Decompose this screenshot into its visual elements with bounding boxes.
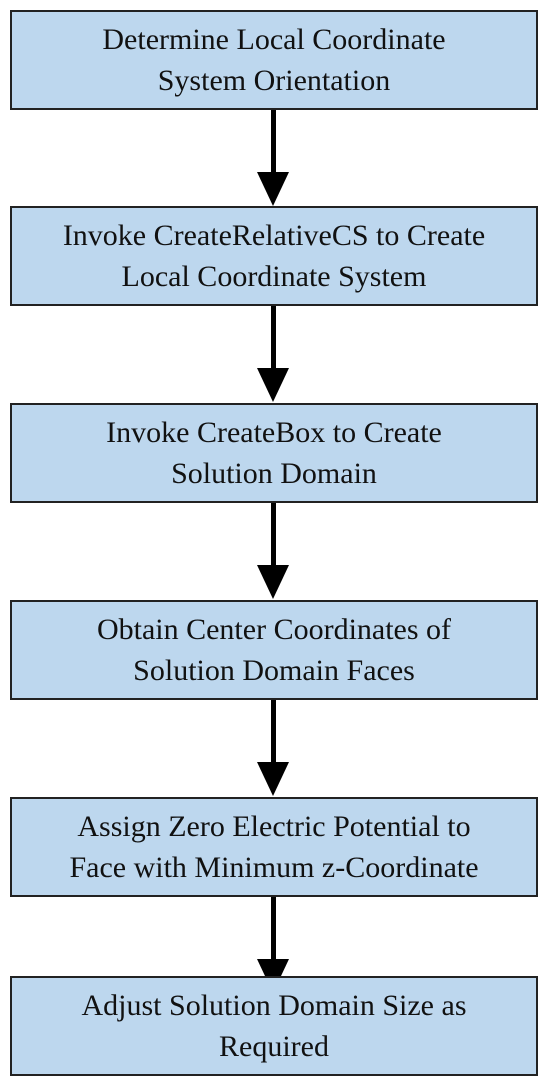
arrow-head [257,762,289,796]
step-create-relative-cs: Invoke CreateRelativeCS to Create Local … [10,206,538,306]
arrow-head [257,172,289,206]
step-label: Invoke CreateBox to Create Solution Doma… [106,416,442,490]
step-label: Invoke CreateRelativeCS to Create Local … [62,219,486,293]
arrow-down-2 [255,306,291,402]
step-assign-zero-potential: Assign Zero Electric Potential to Face w… [10,797,538,897]
arrow-head [257,565,289,599]
arrow-shaft [271,700,276,764]
arrow-shaft [271,306,276,370]
arrow-shaft [271,110,276,174]
step-obtain-face-centers: Obtain Center Coordinates of Solution Do… [10,600,538,700]
arrow-down-4 [255,700,291,796]
step-adjust-domain-size: Adjust Solution Domain Size as Required [10,976,538,1076]
arrow-head [257,368,289,402]
arrow-down-3 [255,503,291,599]
step-label: Obtain Center Coordinates of Solution Do… [96,613,452,687]
step-label: Assign Zero Electric Potential to Face w… [69,810,479,884]
arrow-down-1 [255,110,291,206]
step-label: Determine Local Coordinate System Orient… [102,23,446,97]
arrow-shaft [271,897,276,961]
arrow-shaft [271,503,276,567]
step-label: Adjust Solution Domain Size as Required [81,989,467,1063]
step-determine-orientation: Determine Local Coordinate System Orient… [10,10,538,110]
step-create-box: Invoke CreateBox to Create Solution Doma… [10,403,538,503]
